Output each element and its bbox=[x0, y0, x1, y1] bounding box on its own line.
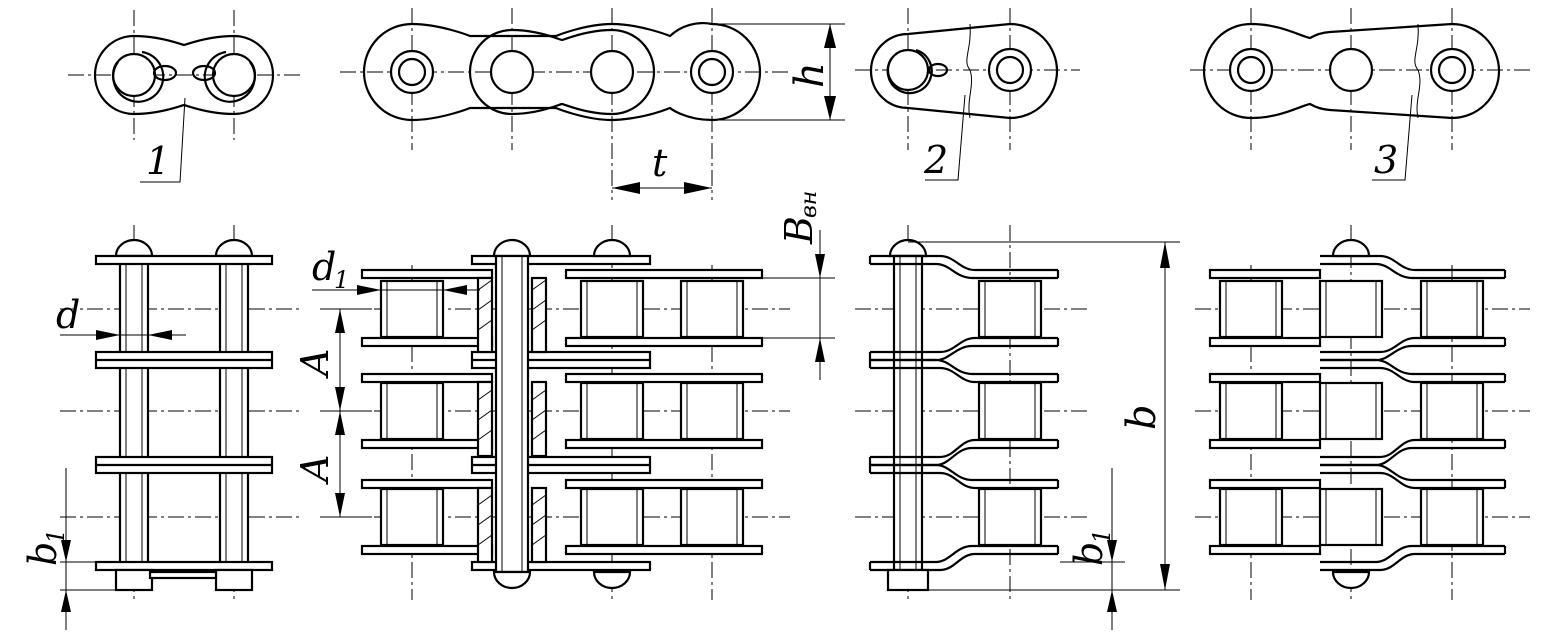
callout-3: 3 bbox=[1374, 138, 1398, 182]
view-connecting-link: 1 bbox=[68, 10, 300, 183]
overall-width-label: b bbox=[1119, 404, 1165, 430]
pin-end-right-label: b bbox=[1067, 542, 1111, 566]
plan-cranked-link: b b 1 bbox=[855, 225, 1180, 630]
row-spacing-top-label: A bbox=[293, 349, 337, 379]
row-spacing-bottom-label: A bbox=[293, 455, 337, 485]
pin-end-left-sub: 1 bbox=[42, 529, 70, 544]
pin-end-left-label: b bbox=[21, 542, 65, 566]
height-label: h bbox=[787, 62, 833, 88]
roller-diameter-sub: 1 bbox=[334, 266, 349, 294]
inner-width-sub: вн bbox=[797, 191, 822, 218]
pin-diameter-label: d bbox=[56, 293, 80, 337]
inner-width-label: B bbox=[777, 216, 821, 245]
view-double-cranked-link: 3 bbox=[1190, 8, 1530, 182]
callout-2: 2 bbox=[923, 138, 948, 182]
roller-diameter-label: d bbox=[312, 245, 336, 289]
plan-double-cranked-link bbox=[1195, 225, 1530, 600]
pitch-label: t bbox=[652, 141, 668, 185]
callout-1: 1 bbox=[146, 139, 170, 183]
view-chain-side: h t bbox=[340, 8, 845, 200]
pin-end-right-sub: 1 bbox=[1088, 529, 1116, 544]
plan-connecting-link: d b 1 bbox=[21, 225, 300, 630]
plan-triple-chain: d 1 A A B вн bbox=[293, 191, 835, 600]
view-cranked-link: 2 bbox=[855, 8, 1080, 182]
